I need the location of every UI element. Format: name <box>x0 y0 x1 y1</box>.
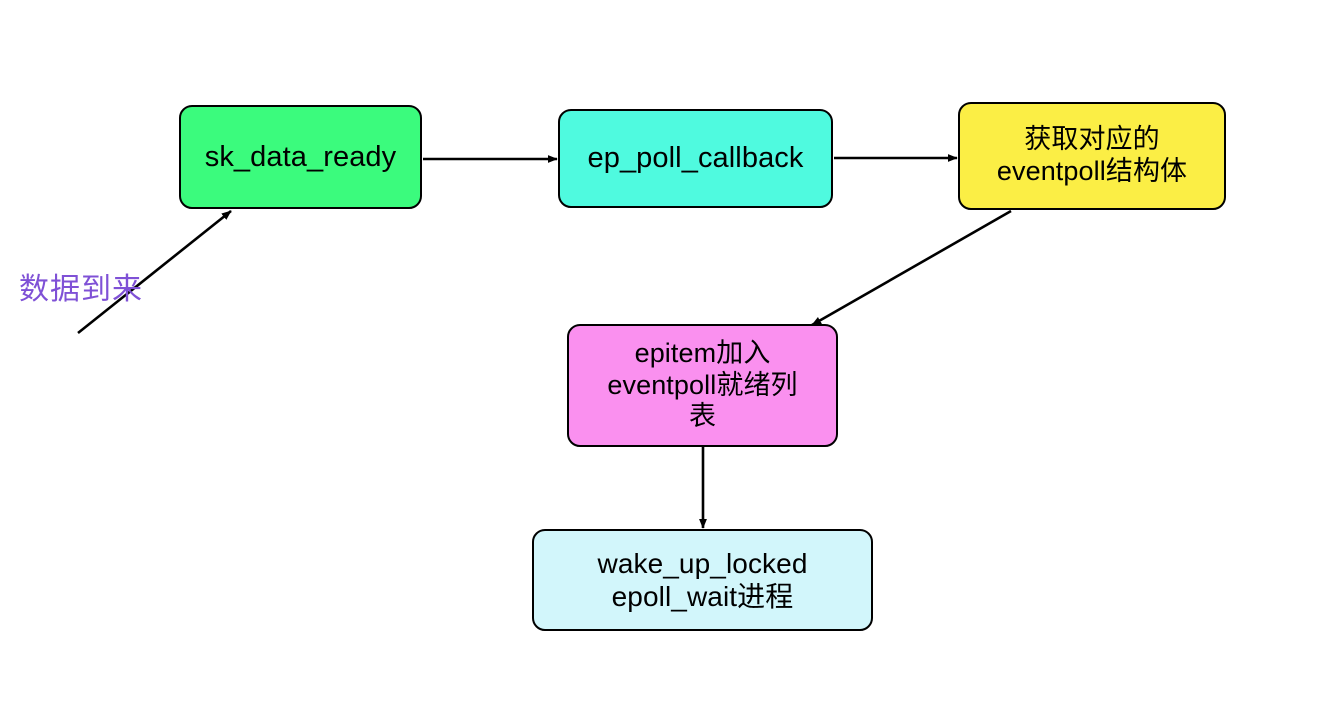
edge-label-data-arrive: 数据到来 <box>19 273 143 306</box>
node-get-eventpoll[interactable]: 获取对应的 eventpoll结构体 <box>958 102 1226 210</box>
node-wake-up[interactable]: wake_up_locked epoll_wait进程 <box>532 529 873 631</box>
node-sk-data-ready[interactable]: sk_data_ready <box>179 105 422 209</box>
edge-data-arrive-to-sk-data-ready <box>77 209 232 335</box>
node-ep-poll-callback[interactable]: ep_poll_callback <box>558 109 833 208</box>
node-epitem-ready-list[interactable]: epitem加入 eventpoll就绪列 表 <box>567 324 838 447</box>
edge-get-eventpoll-to-epitem-ready-list <box>811 209 1012 327</box>
